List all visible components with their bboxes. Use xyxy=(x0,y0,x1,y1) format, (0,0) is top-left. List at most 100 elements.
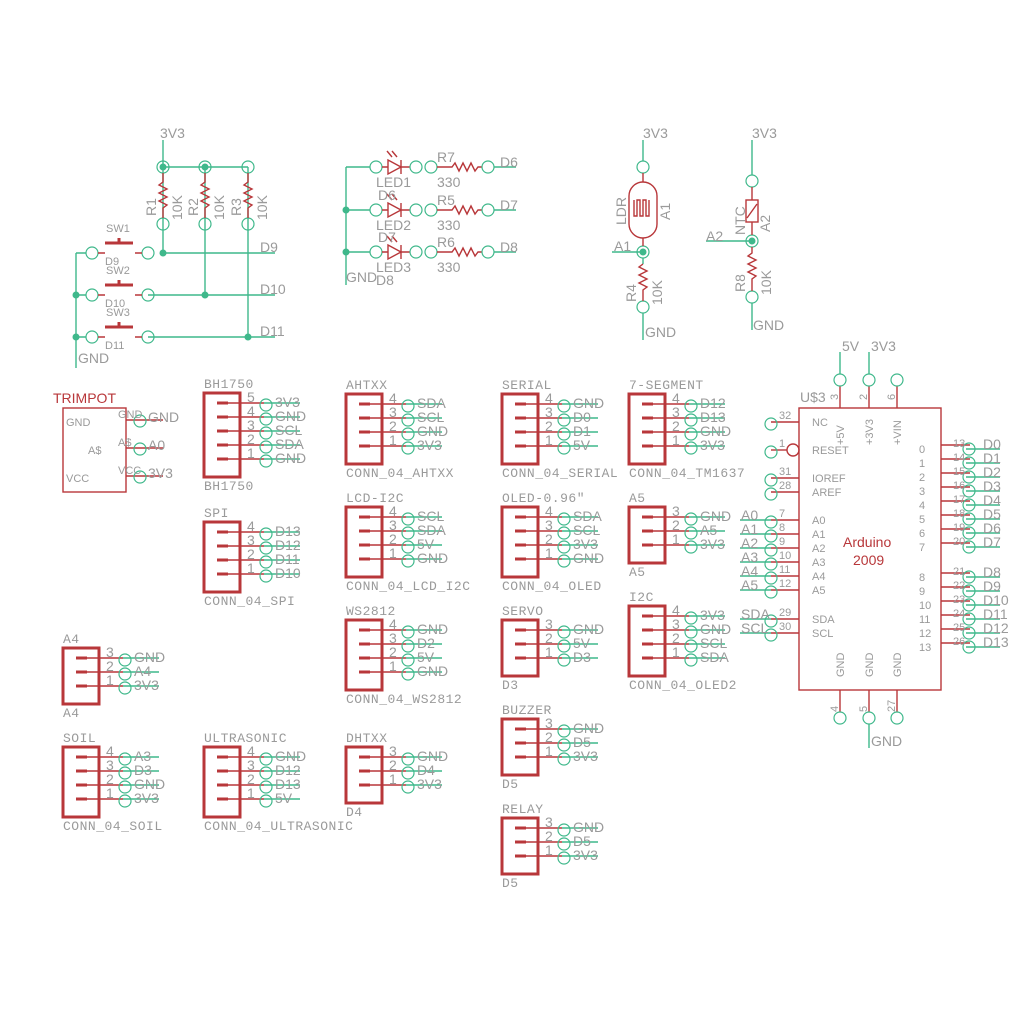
pin-number: 1 xyxy=(779,438,785,450)
pin-label: A4 xyxy=(812,571,825,583)
connector-value: A5 xyxy=(629,565,646,580)
junction xyxy=(201,163,209,171)
led-icon xyxy=(387,201,403,219)
net-label: 3V3 xyxy=(134,790,159,806)
connector-body xyxy=(344,505,384,579)
resistor-r3: R3 10K xyxy=(228,160,270,231)
connector-value: D4 xyxy=(346,805,363,820)
pin-number: 3 xyxy=(672,404,680,420)
net-label: D9 xyxy=(983,578,1001,594)
connector-value: CONN_04_AHTXX xyxy=(346,466,454,481)
ntc-name: NTC xyxy=(732,206,748,235)
pin-number: 28 xyxy=(779,480,791,492)
pin-number: 1 xyxy=(247,560,255,576)
net-label: D1 xyxy=(573,423,591,439)
pin-number: 1 xyxy=(545,842,553,858)
net-label: 3V3 xyxy=(134,677,159,693)
net-label: D5 xyxy=(573,734,591,750)
net-label: SDA xyxy=(700,649,729,665)
pin-number: 2 xyxy=(106,658,114,674)
resistor-value: 10K xyxy=(211,194,227,220)
connector-title: SERVO xyxy=(502,604,544,619)
gnd-label: GND xyxy=(78,350,109,366)
pin-number: 4 xyxy=(389,616,397,632)
ntc-symbol xyxy=(745,199,759,223)
net-label: 5V xyxy=(573,635,591,651)
net-label: GND xyxy=(573,621,604,637)
pin-number: 4 xyxy=(247,518,255,534)
pin-number: 2 xyxy=(672,418,680,434)
net-label: D12 xyxy=(983,620,1009,636)
pin-label: AREF xyxy=(812,487,842,499)
pin-number: 4 xyxy=(247,403,255,419)
gnd-label: GND xyxy=(753,317,784,333)
net-label: SDA xyxy=(417,395,446,411)
led-name: LED2 xyxy=(376,217,411,233)
switch-sw2: SW2 D10 xyxy=(85,265,155,310)
led-icon xyxy=(387,243,403,261)
connector-body xyxy=(500,816,540,876)
pin-label: IOREF xyxy=(812,473,846,485)
pin-number: 8 xyxy=(779,522,785,534)
pin-label: 10 xyxy=(919,600,931,612)
net-label: D3 xyxy=(573,649,591,665)
net-label: GND xyxy=(275,748,306,764)
connector-value: D5 xyxy=(502,876,519,891)
pin-number: 4 xyxy=(672,390,680,406)
connector-title: OLED-0.96" xyxy=(502,491,585,506)
pin-label: 1 xyxy=(919,458,925,470)
connector-body xyxy=(627,604,667,678)
led-ref: D7 xyxy=(378,229,396,245)
connector-title: BH1750 xyxy=(204,377,254,392)
pin-number: 7 xyxy=(779,508,785,520)
connector-title: SERIAL xyxy=(502,378,552,393)
pin-number: 2 xyxy=(545,531,553,547)
net-label: D4 xyxy=(983,492,1001,508)
wires xyxy=(345,166,370,285)
connector-title: AHTXX xyxy=(346,378,388,393)
junction xyxy=(342,206,350,214)
net-label: SDA xyxy=(573,508,602,524)
gnd-ref: D8 xyxy=(376,272,394,288)
connector-value: BH1750 xyxy=(204,479,254,494)
pin-number: 2 xyxy=(545,828,553,844)
pin-number: 20 xyxy=(953,536,965,548)
net-label: D12 xyxy=(275,537,301,553)
pin-number: 2 xyxy=(672,517,680,533)
switch-ref: D9 xyxy=(105,256,119,268)
net-label: 5V xyxy=(842,338,860,354)
net-label: GND xyxy=(417,663,448,679)
pin-label: GND xyxy=(835,653,847,678)
pin-label: GND xyxy=(864,653,876,678)
pin-number: 3 xyxy=(829,394,841,400)
pin-label: SDA xyxy=(812,614,835,626)
connector-title: A5 xyxy=(629,491,646,506)
part-value: 2009 xyxy=(853,552,884,568)
pin-number: 4 xyxy=(829,706,841,712)
net-label: GND xyxy=(417,423,448,439)
resistor-name: R3 xyxy=(228,198,244,216)
